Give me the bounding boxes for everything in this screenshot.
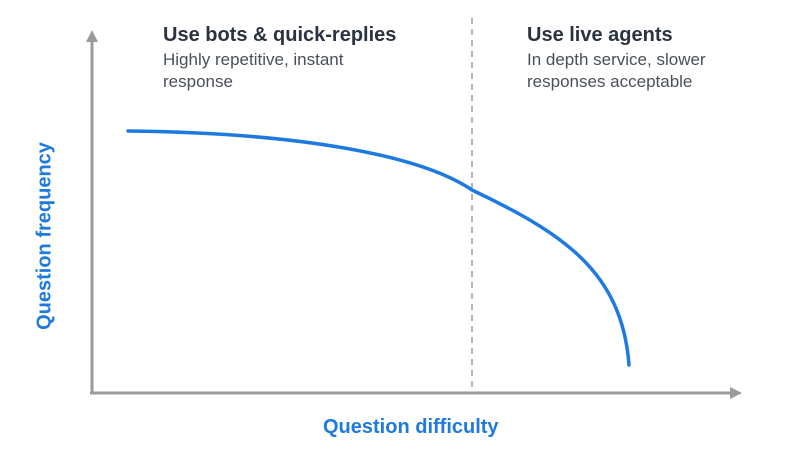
bots-region-description: Highly repetitive, instant response [163, 50, 344, 91]
y-axis-label: Question frequency [33, 142, 56, 330]
agents-region-title: Use live agents [527, 24, 673, 46]
y-axis-arrowhead [86, 30, 98, 42]
bots-region-title: Use bots & quick-replies [163, 24, 397, 46]
frequency-curve [126, 129, 631, 367]
x-axis-arrowhead [730, 387, 742, 399]
agents-region-description: In depth service, slower responses accep… [527, 50, 706, 91]
x-axis-label: Question difficulty [323, 416, 499, 438]
